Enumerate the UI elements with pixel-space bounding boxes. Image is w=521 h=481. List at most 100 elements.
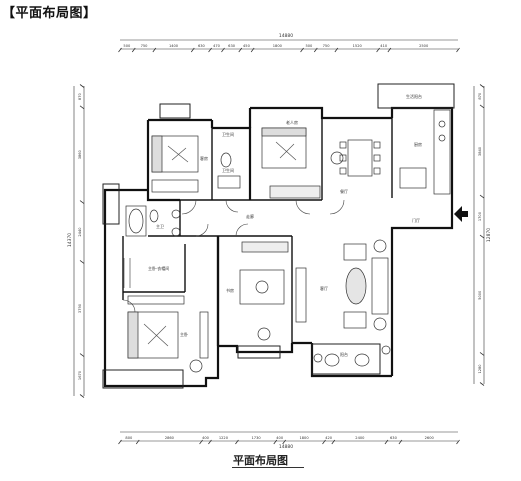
dimension-tick — [208, 47, 212, 53]
dimension-label: 1730 — [252, 436, 262, 440]
doors — [122, 199, 345, 313]
plan-caption: 平面布局图 — [233, 454, 288, 467]
dimension-tick — [479, 352, 485, 356]
dimension-tick — [118, 47, 122, 53]
room-label-wc2: 卫生间 — [222, 167, 234, 173]
dimension-label: 1400 — [169, 44, 179, 48]
dimension-label: 1520 — [353, 44, 363, 48]
dimension-label: 1700 — [478, 211, 482, 221]
dimension-label: 630 — [390, 436, 398, 440]
dimension-label: 410 — [380, 44, 388, 48]
dimension-top-total: 14880 — [279, 33, 293, 39]
dimension-label: 500 — [305, 44, 313, 48]
room-label-guest: 客房 — [200, 155, 208, 161]
dimension-tick — [456, 439, 460, 445]
dimension-label: 3790 — [78, 303, 82, 313]
dimension-label: 1800 — [273, 44, 283, 48]
dimension-tick — [79, 353, 85, 357]
walls — [103, 106, 454, 388]
dimension-tick — [456, 47, 460, 53]
dimension-tick — [79, 84, 85, 88]
dimension-label: 870 — [478, 92, 482, 100]
dimension-label: 630 — [198, 44, 206, 48]
room-label-dining: 餐厅 — [340, 188, 348, 194]
dimension-labels-top: 500 750 1400 630 470 630 450 1800 500 750 1520 410 2… — [118, 44, 460, 53]
room-label-balcony-bottom: 阳台 — [340, 351, 348, 357]
dimension-left-total: 14370 — [67, 233, 73, 247]
dimension-tick — [387, 47, 392, 53]
dimension-tick — [376, 47, 380, 53]
room-label-balcony-top: 生活阳台 — [406, 93, 422, 99]
room-labels: 客房 老人房 卫生间 卫生间 餐厅 厨房 生活阳台 走廊 门厅 主卫 主卧·衣帽… — [148, 93, 422, 357]
dimension-lines — [73, 39, 485, 442]
dimension-label: 5000 — [478, 290, 482, 300]
room-label-study: 书房 — [226, 287, 234, 293]
dimension-label: 400 — [202, 436, 210, 440]
dimension-tick — [79, 394, 85, 398]
dimension-tick — [152, 47, 157, 53]
dimension-label: 3860 — [78, 149, 82, 159]
dimension-tick — [282, 439, 286, 445]
dimension-tick — [131, 47, 136, 53]
room-label-master: 主卧 — [180, 331, 188, 337]
room-label-elderly: 老人房 — [286, 119, 298, 125]
dimension-tick — [479, 84, 485, 88]
dimension-label: 1220 — [219, 436, 229, 440]
dimension-tick — [79, 105, 85, 110]
dimension-label: 420 — [325, 436, 333, 440]
dimension-tick — [118, 439, 122, 445]
dimension-tick — [235, 439, 239, 445]
dimension-tick — [273, 439, 278, 445]
dimension-label: 750 — [141, 44, 149, 48]
dimension-label: 1670 — [78, 370, 82, 380]
dimension-label: 1280 — [478, 364, 482, 374]
dimension-tick — [331, 439, 336, 445]
dimension-label: 800 — [125, 436, 133, 440]
dimension-tick — [322, 439, 326, 445]
dimension-right-total: 12870 — [486, 228, 492, 242]
caption-underline — [232, 467, 304, 468]
room-label-wc1: 卫生间 — [222, 131, 234, 137]
dimension-label: 1800 — [299, 436, 309, 440]
page-header-title: 【平面布局图】 — [2, 6, 97, 21]
dimension-label: 2860 — [165, 436, 175, 440]
dimension-bottom-total: 14880 — [279, 444, 293, 450]
room-label-kitchen: 厨房 — [414, 141, 422, 147]
dimension-labels-right: 870 3840 1700 5000 1280 — [478, 84, 485, 386]
balconies — [102, 83, 455, 389]
dimension-label: 750 — [323, 44, 331, 48]
dimension-tick — [479, 104, 485, 109]
dimension-label: 450 — [243, 44, 251, 48]
dimension-tick — [313, 47, 318, 53]
dimension-tick — [479, 234, 485, 239]
dimension-label: 400 — [276, 436, 284, 440]
room-label-master-wc: 主卫 — [156, 223, 164, 229]
dimension-tick — [479, 194, 485, 199]
dimension-label: 470 — [213, 44, 221, 48]
dimension-tick — [250, 47, 255, 53]
dimension-label: 500 — [123, 44, 131, 48]
entrance-arrow — [454, 206, 462, 222]
dimension-label: 3840 — [478, 146, 482, 156]
dimension-label: 2600 — [425, 436, 435, 440]
dimension-labels-bottom: 800 2860 400 1220 1730 400 1800 420 2400 630 2600 — [118, 436, 460, 445]
dimension-tick — [384, 439, 389, 445]
dimension-label: 2400 — [355, 436, 365, 440]
dimension-tick — [479, 382, 485, 386]
dimension-tick — [79, 260, 85, 264]
dimension-tick — [300, 47, 304, 53]
dimension-label: 2500 — [419, 44, 429, 48]
dimension-label: 2440 — [78, 227, 82, 237]
room-label-corridor: 走廊 — [246, 213, 254, 219]
dimension-tick — [238, 47, 243, 53]
dimension-tick — [79, 200, 85, 204]
dimension-tick — [334, 47, 339, 53]
dimension-tick — [208, 439, 212, 445]
dimension-tick — [135, 439, 140, 445]
dimension-tick — [190, 47, 195, 53]
dimension-label: 630 — [228, 44, 236, 48]
room-label-cloakroom: 主卧·衣帽间 — [148, 265, 169, 271]
dimension-tick — [199, 439, 203, 445]
room-label-living: 客厅 — [320, 285, 328, 291]
